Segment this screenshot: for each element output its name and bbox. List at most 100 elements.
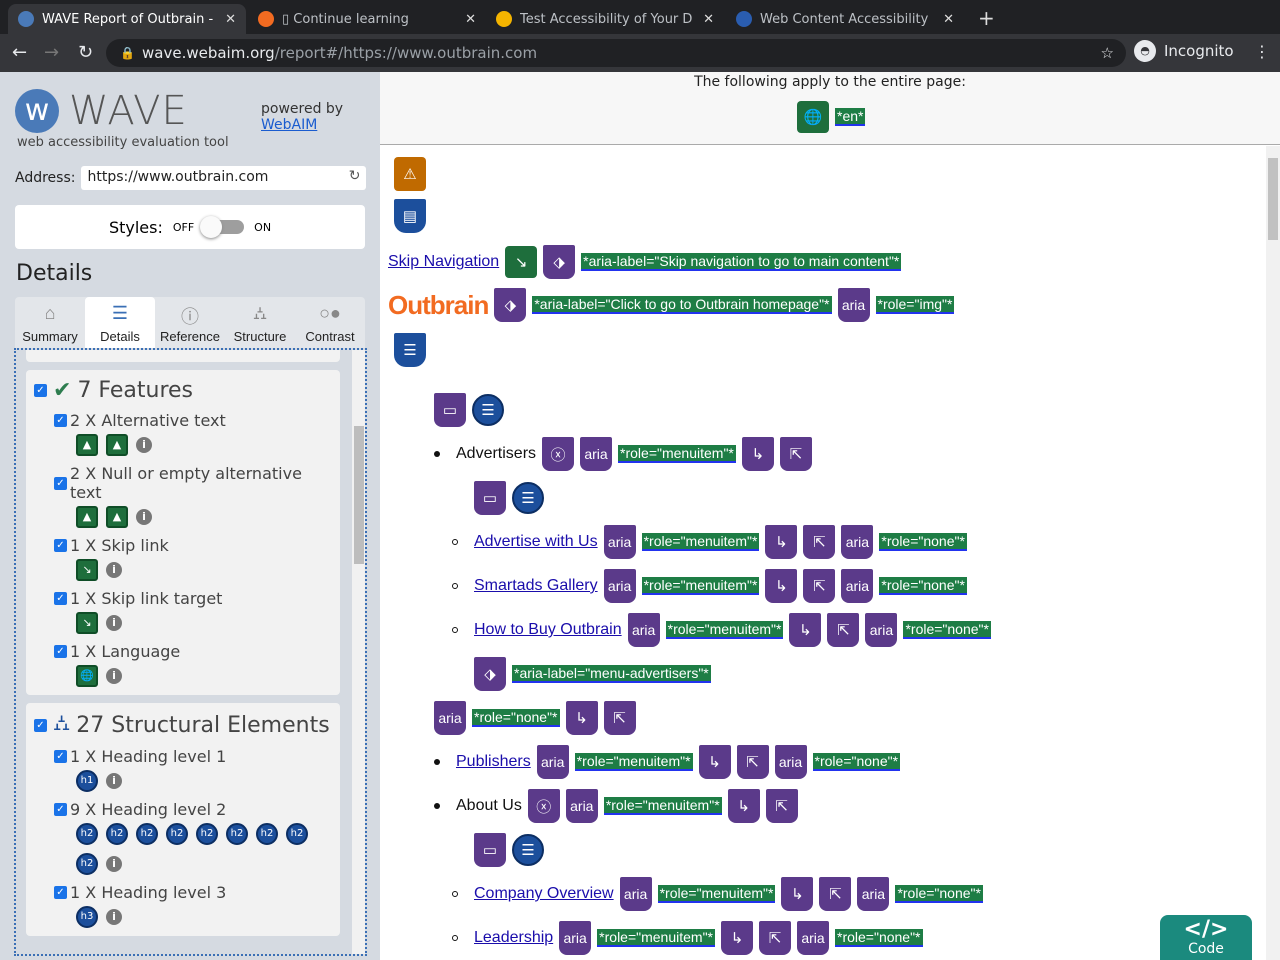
info-icon[interactable]: i [106,562,122,578]
browser-tab[interactable]: Test Accessibility of Your D✕ [486,4,724,34]
popup-icon[interactable]: ⇱ [803,525,836,559]
main-scrollbar-thumb[interactable] [1268,158,1278,240]
redirect-arrow-icon[interactable]: ↳ [781,877,814,911]
feature-icon[interactable]: 🌐 [76,665,98,687]
feature-icon[interactable]: ▲ [76,506,98,528]
page-link[interactable]: Company Overview [474,885,614,902]
select-dropdown-icon[interactable]: ▭ [474,833,506,867]
page-link[interactable]: Smartads Gallery [474,577,598,594]
item-checkbox[interactable]: ✓ [54,592,67,605]
aria-icon[interactable]: aria [619,877,652,911]
heading-icon[interactable]: h2 [196,823,218,845]
item-checkbox[interactable]: ✓ [54,750,67,763]
aria-icon[interactable]: aria [865,613,898,647]
address-bar[interactable]: 🔒 wave.webaim.org/report#/https://www.ou… [106,39,1126,67]
item-checkbox[interactable]: ✓ [54,803,67,816]
aria-icon[interactable]: aria [434,701,466,735]
tab-contrast[interactable]: ○●Contrast [295,297,365,348]
back-button[interactable]: ← [12,42,28,63]
popup-icon[interactable]: ⇱ [827,613,860,647]
language-icon[interactable]: 🌐 [797,101,829,133]
aria-icon[interactable]: aria [627,613,660,647]
tab-close-icon[interactable]: ✕ [703,11,714,27]
feature-icon[interactable]: ▲ [106,434,128,456]
info-icon[interactable]: i [106,668,122,684]
page-link[interactable]: Leadership [474,929,554,946]
heading-icon[interactable]: h2 [76,853,98,875]
aria-icon[interactable]: aria [603,569,636,603]
heading-icon[interactable]: h2 [136,823,158,845]
forward-button[interactable]: → [44,42,60,63]
popup-icon[interactable]: ⇱ [803,569,836,603]
new-tab-button[interactable]: + [978,6,995,30]
redirect-arrow-icon[interactable]: ↳ [741,437,774,471]
feature-icon[interactable]: ▲ [76,434,98,456]
browser-tab[interactable]: ▯ Continue learning✕ [248,4,486,34]
aria-icon[interactable]: aria [559,921,592,955]
browser-menu-icon[interactable]: ⋮ [1254,42,1270,61]
heading-icon[interactable]: h2 [226,823,248,845]
alert-icon[interactable]: ⚠ [394,157,426,191]
redirect-arrow-icon[interactable]: ↳ [698,745,731,779]
feature-icon[interactable]: ▲ [106,506,128,528]
redirect-arrow-icon[interactable]: ↳ [565,701,598,735]
tag-label-icon[interactable]: ⬗ [494,288,527,322]
address-input[interactable]: https://www.outbrain.com↻ [81,166,367,190]
info-icon[interactable]: i [106,856,122,872]
page-link[interactable]: Skip Navigation [388,253,500,270]
aria-icon[interactable]: aria [857,877,890,911]
sidebar-scrollbar-thumb[interactable] [354,426,364,564]
list-icon[interactable]: ☰ [394,333,426,367]
aria-icon[interactable]: aria [841,569,874,603]
aria-icon[interactable]: aria [797,921,829,955]
list-icon[interactable]: ☰ [512,482,544,514]
group-checkbox[interactable]: ✓ [34,718,47,732]
aria-icon[interactable]: aria [603,525,636,559]
tab-close-icon[interactable]: ✕ [225,11,236,27]
heading-icon[interactable]: h2 [256,823,278,845]
item-checkbox[interactable]: ✓ [54,414,67,427]
browser-tab[interactable]: Web Content Accessibility✕ [726,4,964,34]
heading-icon[interactable]: h2 [286,823,308,845]
x-bubble-icon[interactable]: ⓧ [527,789,560,823]
info-icon[interactable]: i [106,615,122,631]
tab-close-icon[interactable]: ✕ [943,11,954,27]
item-checkbox[interactable]: ✓ [54,886,67,899]
redirect-arrow-icon[interactable]: ↳ [789,613,822,647]
list-icon[interactable]: ☰ [472,394,504,426]
webaim-link[interactable]: WebAIM [261,117,318,133]
aria-icon[interactable]: aria [774,745,807,779]
browser-tab[interactable]: WAVE Report of Outbrain - Outbrain✕ [8,4,246,34]
tab-summary[interactable]: ⌂Summary [15,297,85,348]
item-checkbox[interactable]: ✓ [54,539,67,552]
select-dropdown-icon[interactable]: ▭ [434,393,466,427]
bookmark-star-icon[interactable]: ☆ [1100,44,1114,62]
tag-label-icon[interactable]: ⬗ [474,657,506,691]
redirect-arrow-icon[interactable]: ↳ [765,569,798,603]
styles-toggle[interactable] [200,216,245,238]
info-icon[interactable]: i [106,773,122,789]
skip-link-icon[interactable]: ↘ [505,246,538,278]
aria-icon[interactable]: aria [837,288,870,322]
feature-icon[interactable]: ↘ [76,612,98,634]
popup-icon[interactable]: ⇱ [819,877,852,911]
x-bubble-icon[interactable]: ⓧ [542,437,575,471]
popup-icon[interactable]: ⇱ [736,745,769,779]
tab-details[interactable]: ☰Details [85,297,155,348]
heading-icon[interactable]: h1 [76,770,98,792]
tag-label-icon[interactable]: ⬗ [543,245,576,279]
heading-icon[interactable]: h2 [166,823,188,845]
page-link[interactable]: Advertise with Us [474,533,598,550]
redirect-arrow-icon[interactable]: ↳ [721,921,753,955]
popup-icon[interactable]: ⇱ [779,437,812,471]
popup-icon[interactable]: ⇱ [603,701,636,735]
reload-button[interactable]: ↻ [78,42,94,63]
main-scrollbar[interactable] [1266,146,1280,960]
redirect-arrow-icon[interactable]: ↳ [765,525,798,559]
aria-icon[interactable]: aria [536,745,569,779]
item-checkbox[interactable]: ✓ [54,645,67,658]
aria-icon[interactable]: aria [841,525,874,559]
select-dropdown-icon[interactable]: ▭ [474,481,506,515]
refresh-icon[interactable]: ↻ [348,168,361,184]
